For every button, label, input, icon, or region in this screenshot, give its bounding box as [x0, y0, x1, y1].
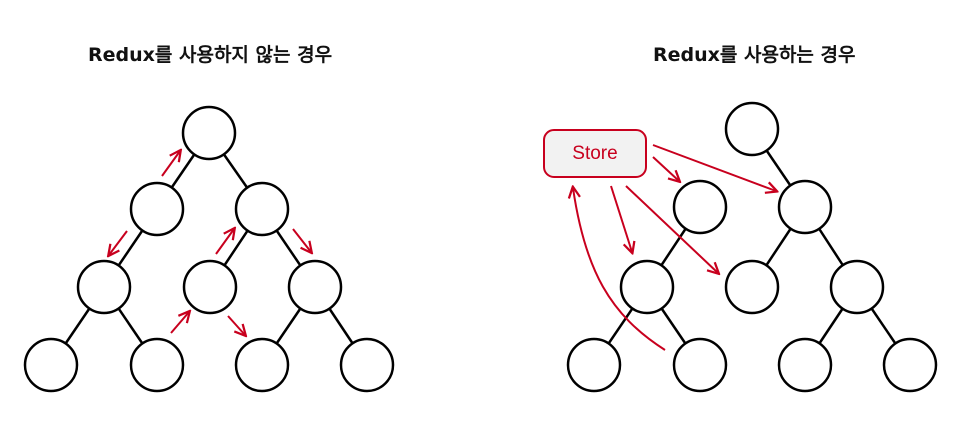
- flow-arrow: [652, 156, 679, 181]
- flow-arrow: [625, 185, 718, 273]
- flow-arrow: [215, 229, 234, 255]
- store-box: [543, 129, 647, 178]
- tree-node: [672, 337, 728, 393]
- tree-node: [129, 181, 185, 237]
- tree-node: [724, 259, 780, 315]
- tree-node: [672, 179, 728, 235]
- tree-node: [129, 337, 185, 393]
- tree-node: [829, 259, 885, 315]
- flow-arrow: [292, 228, 311, 252]
- flow-arrow: [161, 151, 180, 177]
- flow-arrow: [652, 144, 776, 191]
- tree-node: [777, 337, 833, 393]
- tree-node: [287, 259, 343, 315]
- tree-node: [234, 337, 290, 393]
- tree-node: [76, 259, 132, 315]
- left-tree-nodes: [23, 105, 395, 393]
- tree-node: [777, 179, 833, 235]
- tree-node: [566, 337, 622, 393]
- flow-arrow: [610, 185, 632, 252]
- tree-node: [619, 259, 675, 315]
- store-label: Store: [572, 142, 618, 164]
- right-data-flow-arrows: [573, 144, 776, 351]
- flow-arrow: [170, 312, 189, 334]
- tree-node: [181, 105, 237, 161]
- tree-node: [724, 101, 780, 157]
- tree-node: [234, 181, 290, 237]
- left-data-flow-arrows: [109, 151, 311, 335]
- left-diagram-title: Redux를 사용하지 않는 경우: [88, 44, 333, 66]
- flow-arrow-curve: [573, 188, 666, 351]
- flow-arrow: [109, 230, 128, 255]
- flow-arrow: [227, 315, 245, 335]
- tree-node: [339, 337, 395, 393]
- tree-node: [882, 337, 938, 393]
- left-tree: [49, 132, 369, 366]
- right-tree-nodes: [566, 101, 938, 393]
- right-diagram-title: Redux를 사용하는 경우: [653, 44, 856, 66]
- tree-node: [182, 259, 238, 315]
- tree-node: [23, 337, 79, 393]
